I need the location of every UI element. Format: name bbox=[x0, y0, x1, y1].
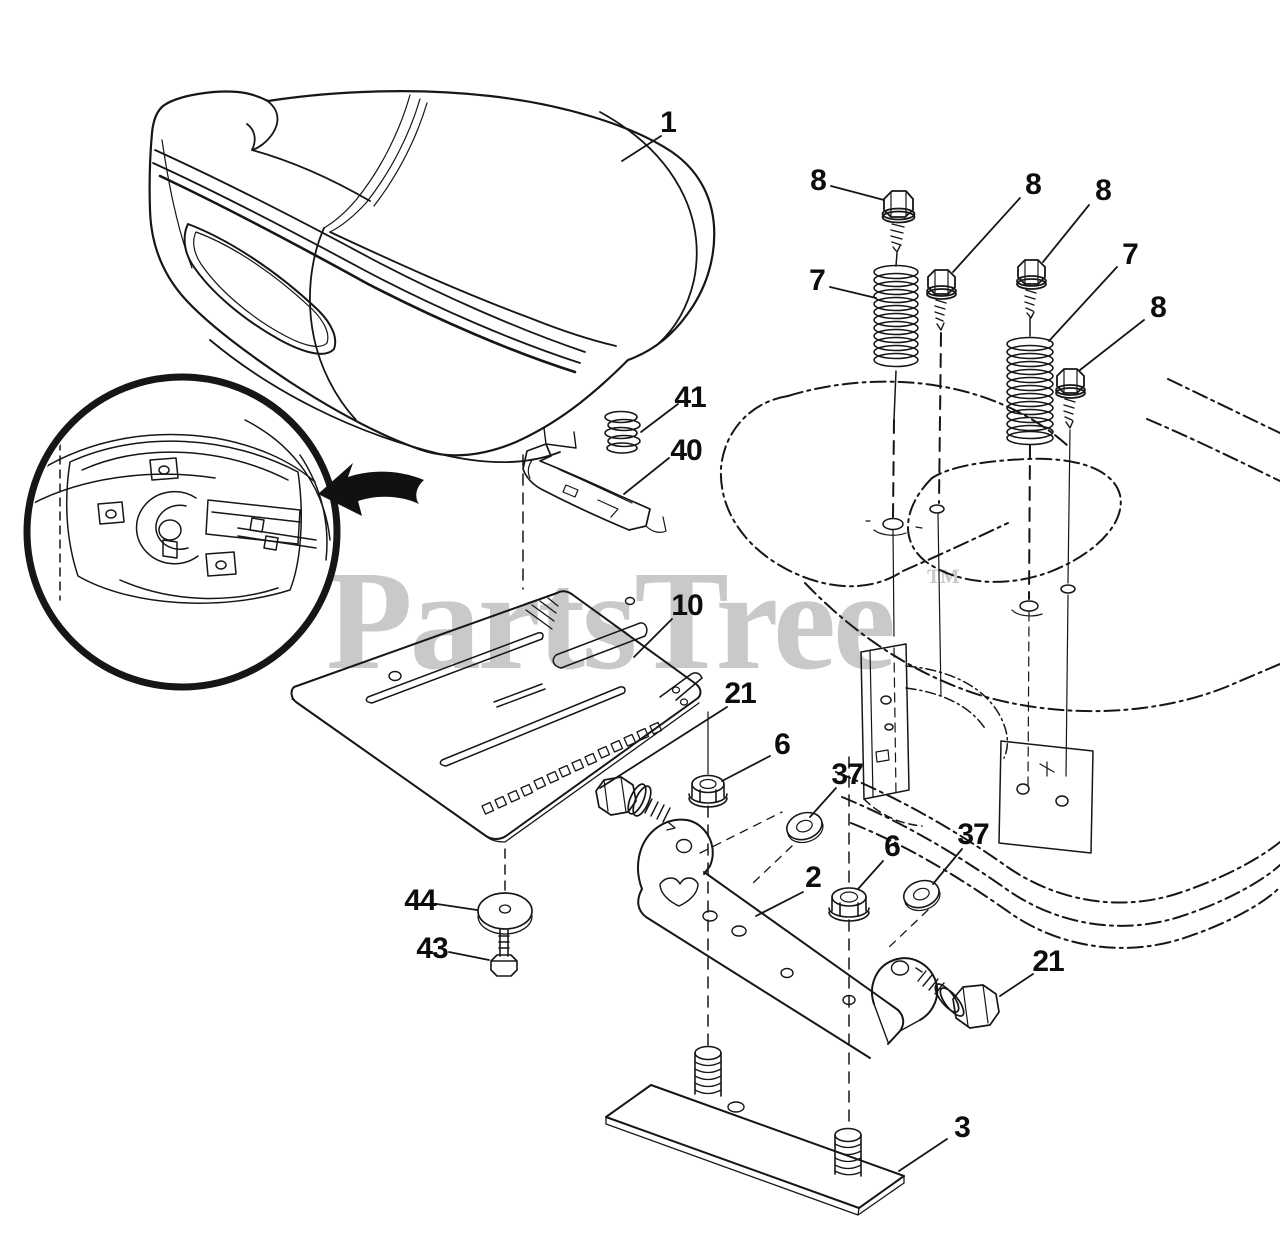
callout-2: 2 bbox=[805, 861, 822, 894]
plate-3 bbox=[605, 1084, 905, 1216]
nut-6a bbox=[688, 774, 728, 808]
construction-lines bbox=[504, 454, 929, 1128]
nut-6b bbox=[828, 887, 870, 922]
spring-41 bbox=[604, 410, 641, 454]
callout-8a: 8 bbox=[810, 164, 827, 197]
callout-37a: 37 bbox=[831, 758, 863, 791]
callout-7a: 7 bbox=[809, 264, 826, 297]
detail-inset-circle bbox=[23, 373, 424, 691]
latch-40 bbox=[522, 443, 667, 533]
washer-37a bbox=[785, 811, 824, 844]
callout-6a: 6 bbox=[774, 728, 791, 761]
callout-7b: 7 bbox=[1122, 238, 1139, 271]
callout-leader-lines bbox=[436, 135, 1145, 1172]
callout-21a: 21 bbox=[724, 677, 756, 710]
bolt-43 bbox=[490, 929, 518, 977]
callout-8b: 8 bbox=[1025, 168, 1042, 201]
watermark-text: PartsTree bbox=[326, 541, 896, 699]
seat-pan-10 bbox=[290, 590, 703, 843]
callout-10: 10 bbox=[671, 589, 703, 622]
callout-43: 43 bbox=[416, 932, 448, 965]
seat-part-drawing bbox=[148, 90, 716, 463]
callout-40: 40 bbox=[670, 434, 702, 467]
bolt-21b bbox=[915, 967, 1000, 1029]
callout-3: 3 bbox=[954, 1111, 971, 1144]
callout-37b: 37 bbox=[957, 818, 989, 851]
watermark: PartsTree ™ bbox=[326, 549, 960, 691]
bolt-8c bbox=[1016, 259, 1047, 319]
washer-37b bbox=[902, 879, 941, 912]
alignment-lines-top bbox=[865, 252, 1076, 796]
bolt-8d bbox=[1055, 368, 1086, 429]
bolt-8a bbox=[881, 190, 916, 253]
fender-hidden-outline bbox=[719, 378, 1280, 949]
callout-41: 41 bbox=[674, 381, 706, 414]
washer-44 bbox=[477, 892, 533, 935]
callout-6b: 6 bbox=[884, 830, 901, 863]
hinge-bracket bbox=[860, 643, 1094, 854]
spring-7b bbox=[1006, 336, 1054, 446]
stud-right bbox=[834, 1127, 862, 1177]
callout-8d: 8 bbox=[1150, 291, 1167, 324]
callout-21b: 21 bbox=[1032, 945, 1064, 978]
callout-8c: 8 bbox=[1095, 174, 1112, 207]
rotate-arrow-icon bbox=[318, 463, 424, 516]
bolt-8b bbox=[926, 269, 957, 331]
callout-44: 44 bbox=[404, 884, 436, 917]
stud-left bbox=[694, 1045, 722, 1097]
bracket-2 bbox=[637, 818, 939, 1059]
trademark-symbol: ™ bbox=[926, 563, 960, 600]
spring-7a bbox=[873, 264, 919, 368]
bolt-21a bbox=[595, 776, 676, 831]
callout-1: 1 bbox=[660, 106, 677, 139]
